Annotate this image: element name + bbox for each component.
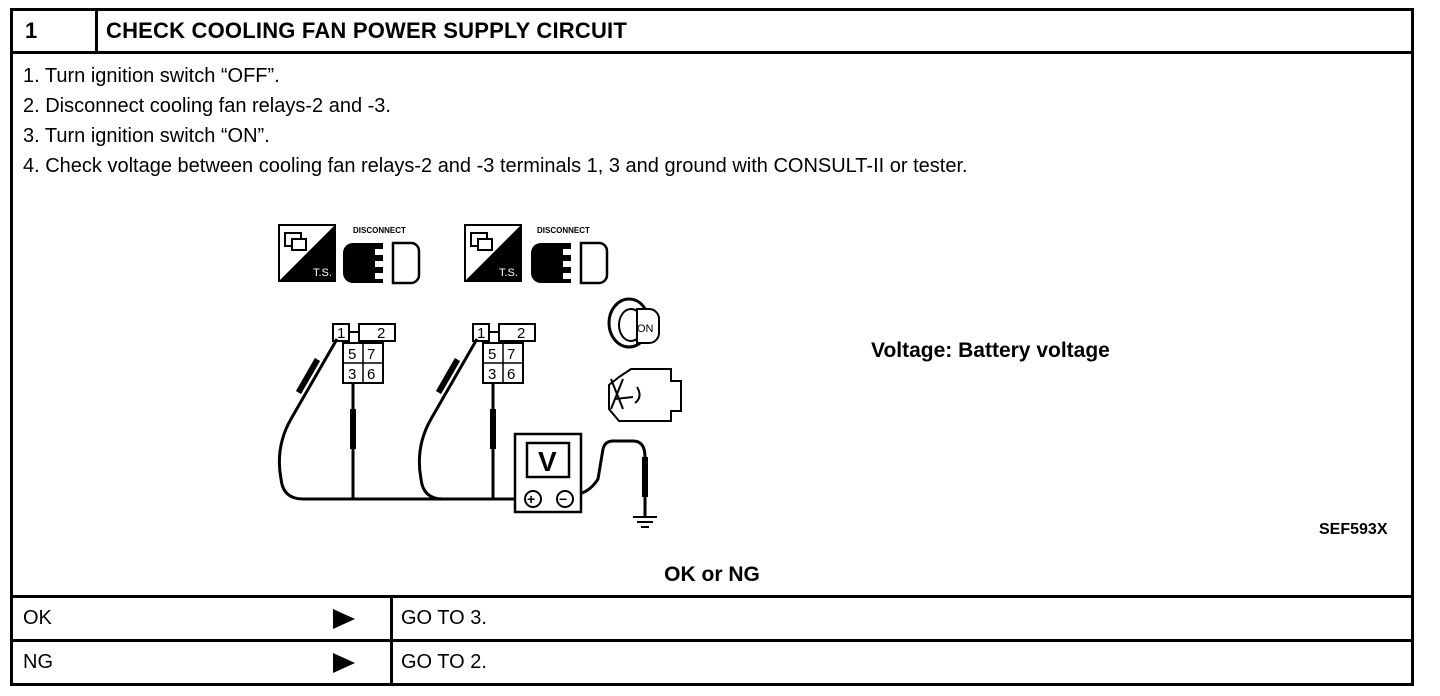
result-label: NG bbox=[23, 651, 53, 673]
terminal-label: 3 bbox=[488, 366, 496, 383]
step-title: CHECK COOLING FAN POWER SUPPLY CIRCUIT bbox=[106, 18, 627, 43]
terminal-label: 1 bbox=[337, 325, 345, 342]
result-title: OK or NG bbox=[664, 563, 760, 586]
engine-running-icon bbox=[608, 368, 682, 422]
figure-code: SEF593X bbox=[1319, 521, 1388, 538]
instruction-step-3: 3. Turn ignition switch “ON”. bbox=[23, 125, 270, 147]
terminal-label: 1 bbox=[477, 325, 485, 342]
step-header: 1 CHECK COOLING FAN POWER SUPPLY CIRCUIT bbox=[13, 11, 1411, 54]
disconnect-label: DISCONNECT bbox=[353, 226, 406, 235]
step-number: 1 bbox=[13, 11, 98, 51]
instruction-step-4: 4. Check voltage between cooling fan rel… bbox=[23, 155, 968, 177]
ts-label: T.S. bbox=[313, 267, 332, 279]
disconnect-connector-icon: DISCONNECT bbox=[343, 226, 421, 285]
procedure-table: 1 CHECK COOLING FAN POWER SUPPLY CIRCUIT… bbox=[10, 8, 1414, 686]
terminal-label: 2 bbox=[377, 325, 385, 342]
disconnect-connector-icon: DISCONNECT bbox=[531, 226, 609, 285]
terminal-label: 7 bbox=[367, 346, 375, 363]
instruction-step-2: 2. Disconnect cooling fan relays-2 and -… bbox=[23, 95, 391, 117]
meter-label: V bbox=[538, 446, 557, 477]
probe-leads bbox=[277, 338, 647, 517]
ts-label: T.S. bbox=[499, 267, 518, 279]
ts-icon: T.S. bbox=[464, 224, 522, 282]
probe-tips bbox=[295, 358, 648, 497]
key-on-label: ON bbox=[637, 323, 654, 335]
column-divider bbox=[390, 598, 393, 639]
terminal-label: 6 bbox=[507, 366, 515, 383]
column-divider bbox=[390, 642, 393, 683]
result-row-ok: OK GO TO 3. bbox=[13, 595, 1411, 639]
result-destination: GO TO 2. bbox=[401, 651, 487, 673]
relay-connector-2: 1 2 5 7 3 6 bbox=[472, 323, 536, 384]
arrow-right-icon bbox=[333, 653, 355, 673]
ts-icon: T.S. bbox=[278, 224, 336, 282]
result-row-ng: NG GO TO 2. bbox=[13, 639, 1411, 683]
ground-symbol bbox=[633, 516, 657, 528]
plus-terminal: + bbox=[527, 491, 535, 507]
arrow-right-icon bbox=[333, 609, 355, 629]
terminal-label: 6 bbox=[367, 366, 375, 383]
wiring-diagram: T.S. DISCONNECT T.S. DISCONNECT bbox=[277, 224, 682, 528]
instruction-list: 1. Turn ignition switch “OFF”. 2. Discon… bbox=[23, 61, 968, 181]
instruction-step-1: 1. Turn ignition switch “OFF”. bbox=[23, 65, 280, 87]
voltmeter: V + − bbox=[513, 432, 583, 514]
terminal-label: 5 bbox=[488, 346, 496, 363]
terminal-label: 7 bbox=[507, 346, 515, 363]
spec-voltage: Voltage: Battery voltage bbox=[871, 339, 1110, 362]
relay-connector-1: 1 2 5 7 3 6 bbox=[332, 323, 396, 384]
terminal-label: 5 bbox=[348, 346, 356, 363]
result-destination: GO TO 3. bbox=[401, 607, 487, 629]
terminal-label: 2 bbox=[517, 325, 525, 342]
disconnect-label: DISCONNECT bbox=[537, 226, 590, 235]
minus-terminal: − bbox=[559, 491, 567, 507]
ignition-key-icon: ON bbox=[607, 297, 660, 349]
terminal-label: 3 bbox=[348, 366, 356, 383]
result-label: OK bbox=[23, 607, 52, 629]
